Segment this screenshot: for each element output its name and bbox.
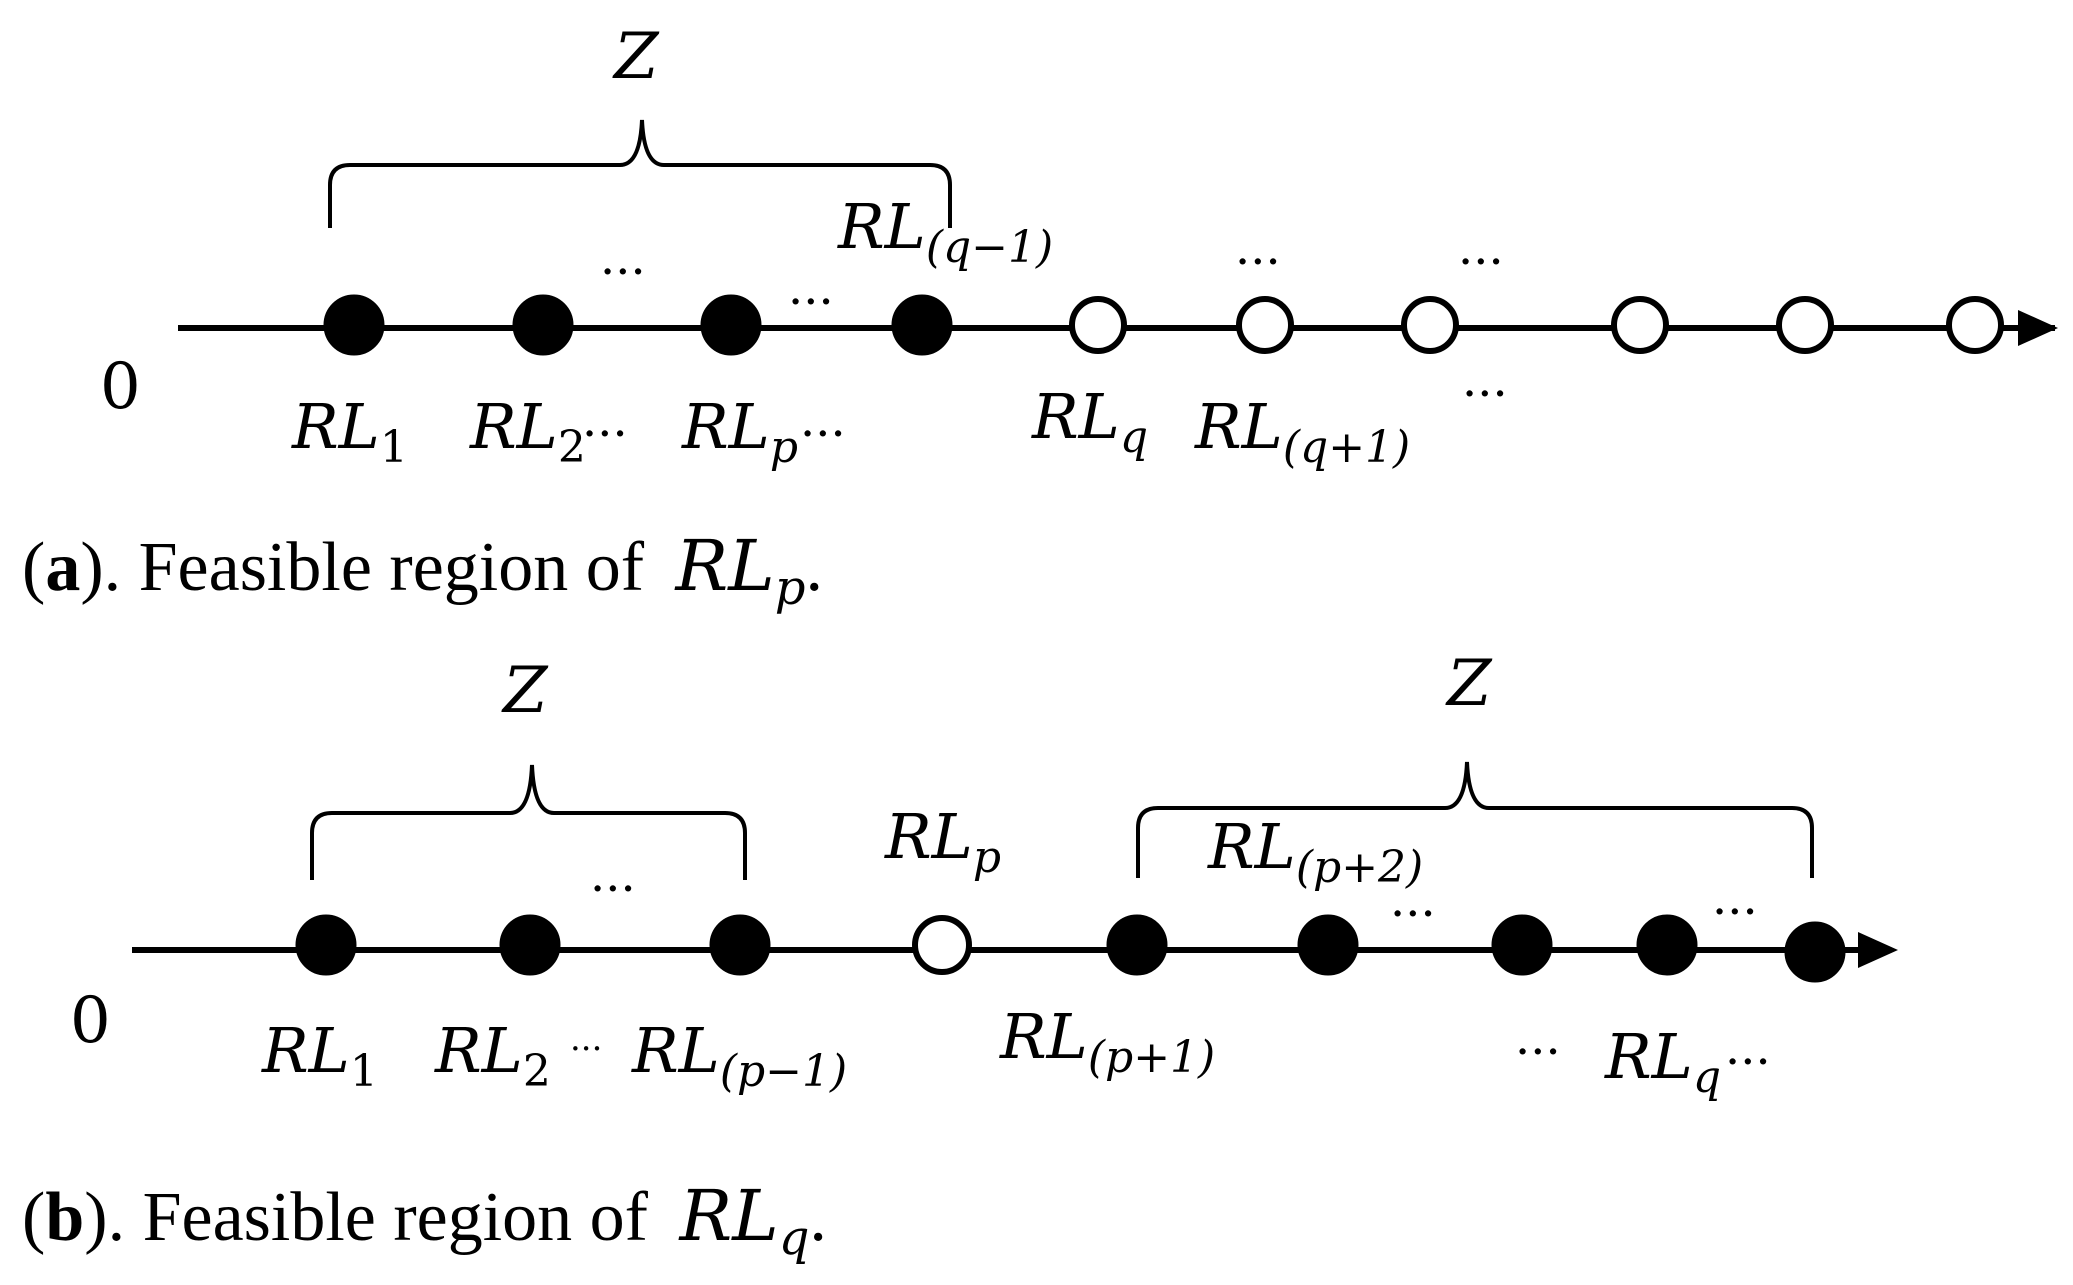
ellipsis-a-5: ··· <box>1462 366 1508 422</box>
label-rlq-a: RLq <box>1031 380 1148 463</box>
point-rlq-plus1-a <box>1236 296 1294 354</box>
ellipsis-a-4: ··· <box>1458 234 1504 290</box>
zero-label-b: 0 <box>70 984 111 1058</box>
point-rl2-a <box>512 294 574 356</box>
brace-left-label-b: Z <box>501 654 549 728</box>
caption-b: (b). Feasible region of RLq. <box>22 1175 827 1266</box>
point-rlp-minus1-b <box>709 914 771 976</box>
brace-label-a: Z <box>612 20 660 94</box>
point-rlp-b <box>912 915 972 975</box>
label-rlp-b: RLp <box>884 800 1001 883</box>
label-rlq-plus1-a: RL(q+1) <box>1194 390 1410 473</box>
ellipsis-a-7: ··· <box>800 406 846 462</box>
point-rlp-plus1-b <box>1106 914 1168 976</box>
label-rl2-a: RL2 <box>469 390 586 473</box>
label-rlp-plus1-b: RL(p+1) <box>999 1000 1215 1083</box>
caption-a: (a). Feasible region of RLp. <box>22 525 823 616</box>
axis-arrowhead-b <box>1858 932 1898 968</box>
ellipsis-a-2: ··· <box>788 274 834 330</box>
ellipsis-a-6: ··· <box>582 406 628 462</box>
brace-left-b <box>310 764 747 880</box>
ellipsis-b-3: ··· <box>1712 884 1758 940</box>
ellipsis-a-1: ··· <box>600 244 646 300</box>
panel-b: 0 Z Z ··· ··· ··· RL1 RL2 ··· RL(p−1) <box>22 647 1898 1266</box>
point-open-a-10 <box>1946 296 2004 354</box>
label-rlp-minus1-b: RL(p−1) <box>631 1014 847 1097</box>
brace-right-label-b: Z <box>1445 647 1493 721</box>
zero-label-a: 0 <box>100 350 141 424</box>
point-rlq-a <box>1069 296 1127 354</box>
label-rl1-b: RL1 <box>261 1014 378 1097</box>
point-filled-b-8 <box>1636 914 1698 976</box>
panel-a: 0 Z ··· ··· ··· ··· ··· RL1 RL2 ··· RLp … <box>22 20 2058 616</box>
point-rl1-a <box>323 294 385 356</box>
point-filled-b-7 <box>1491 914 1553 976</box>
ellipsis-b-2: ··· <box>1390 886 1436 942</box>
ellipsis-a-3: ··· <box>1235 234 1281 290</box>
ellipsis-b-5: ··· <box>1515 1024 1561 1080</box>
brace-right-b <box>1136 761 1814 878</box>
label-rlq1-a: RL(q−1) <box>837 190 1053 273</box>
point-open-a-8 <box>1611 296 1669 354</box>
label-rlq-b: RLq <box>1604 1020 1721 1103</box>
axis-arrowhead-a <box>2018 310 2058 346</box>
label-rl1-a: RL1 <box>291 390 408 473</box>
point-rlp-a <box>700 294 762 356</box>
label-rl2-b: RL2 <box>434 1014 551 1097</box>
point-rlq1-a <box>891 294 953 356</box>
point-rl2-b <box>499 914 561 976</box>
point-open-a-7 <box>1401 296 1459 354</box>
point-rl1-b <box>295 914 357 976</box>
point-rlp-plus2-b <box>1297 914 1359 976</box>
label-rlp-plus2-b: RL(p+2) <box>1207 810 1423 893</box>
ellipsis-b-1: ··· <box>590 861 636 917</box>
ellipsis-b-4: ··· <box>570 1029 602 1069</box>
brace-a <box>328 119 952 228</box>
point-rlq-b <box>1784 921 1846 983</box>
label-rlp-a: RLp <box>681 390 798 473</box>
point-open-a-9 <box>1776 296 1834 354</box>
ellipsis-b-6: ··· <box>1725 1034 1771 1090</box>
